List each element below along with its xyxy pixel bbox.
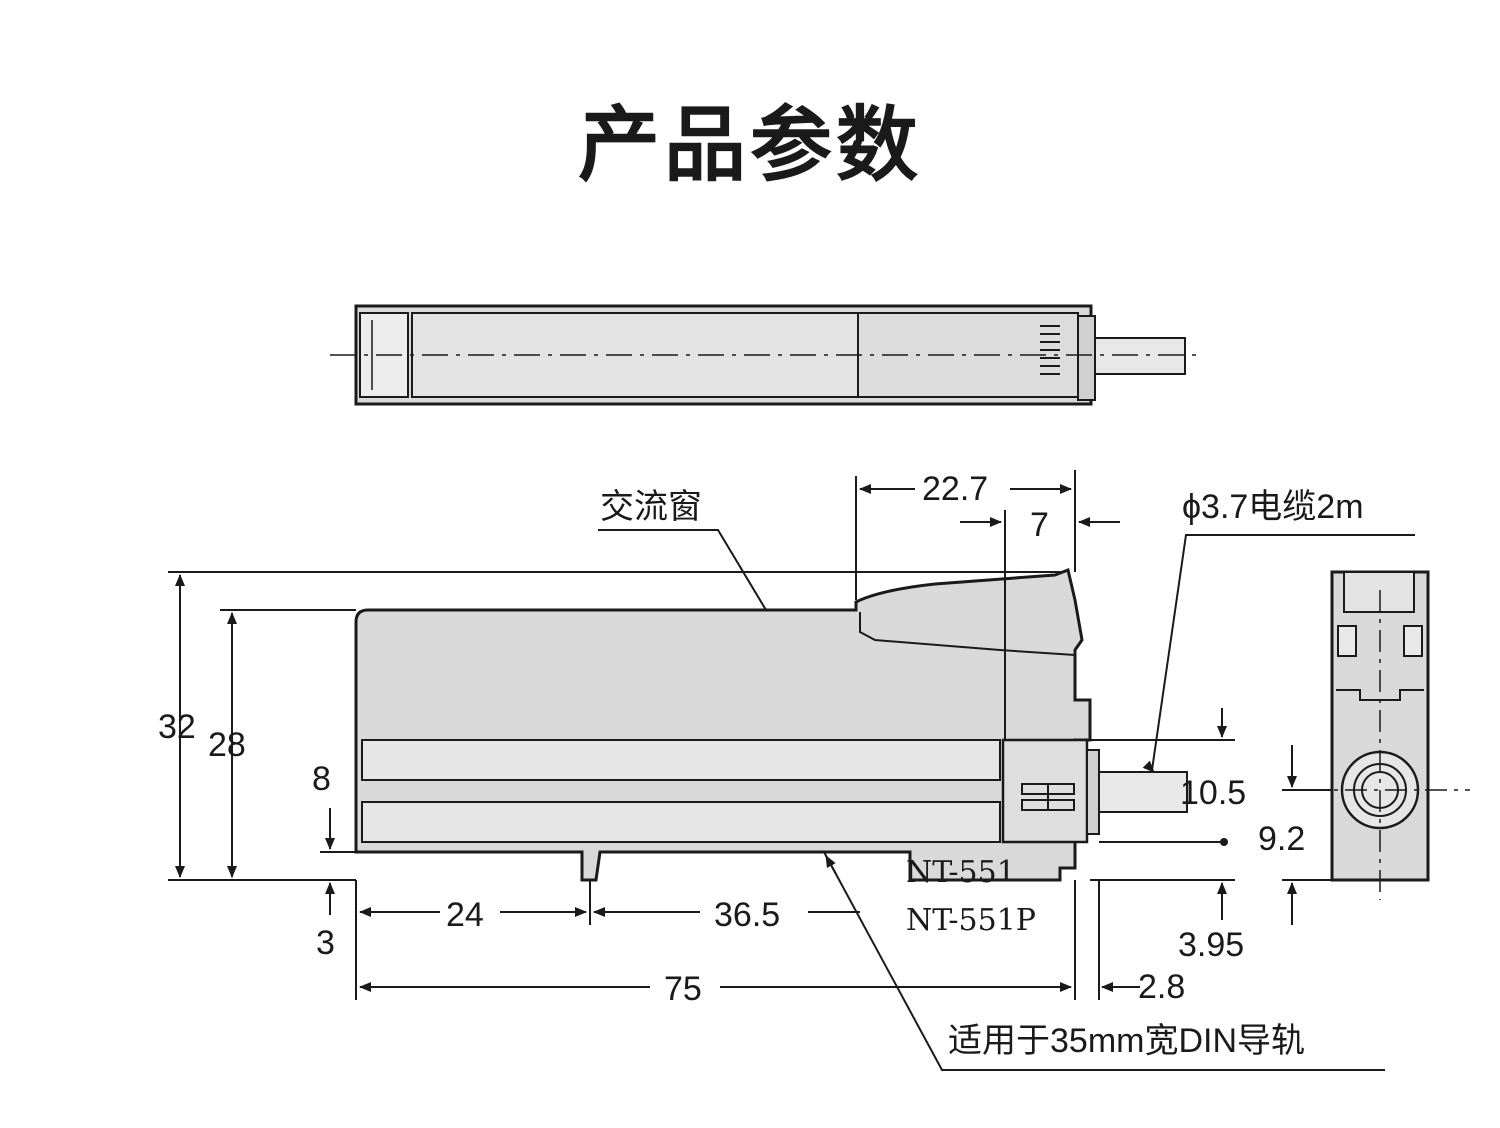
dim-2-8: 2.8 xyxy=(1138,968,1185,1006)
dim-3: 3 xyxy=(316,924,335,962)
dim-32: 32 xyxy=(158,708,196,746)
window-label: 交流窗 xyxy=(600,488,702,526)
dim-3-95: 3.95 xyxy=(1178,926,1244,964)
dim-28: 28 xyxy=(208,726,246,764)
end-view xyxy=(1305,570,1470,900)
dim-lines xyxy=(168,470,1415,1071)
dim-7: 7 xyxy=(1030,506,1049,544)
side-view-body xyxy=(354,567,1188,882)
dim-75: 75 xyxy=(664,970,702,1008)
model-label-1: NT-551 xyxy=(906,855,1016,890)
dim-10-5: 10.5 xyxy=(1180,774,1246,812)
top-view xyxy=(330,304,1200,406)
dim-24: 24 xyxy=(446,896,484,934)
dim-22-7: 22.7 xyxy=(922,470,988,508)
page-title: 产品参数 xyxy=(577,98,922,193)
dim-8: 8 xyxy=(312,760,331,798)
cable-label: ϕ3.7电缆2m xyxy=(1182,488,1364,526)
dim-9-2: 9.2 xyxy=(1258,820,1305,858)
dim-36-5: 36.5 xyxy=(714,896,780,934)
model-label-2: NT-551P xyxy=(906,903,1036,938)
rail-label: 适用于35mm宽DIN导轨 xyxy=(948,1022,1305,1060)
